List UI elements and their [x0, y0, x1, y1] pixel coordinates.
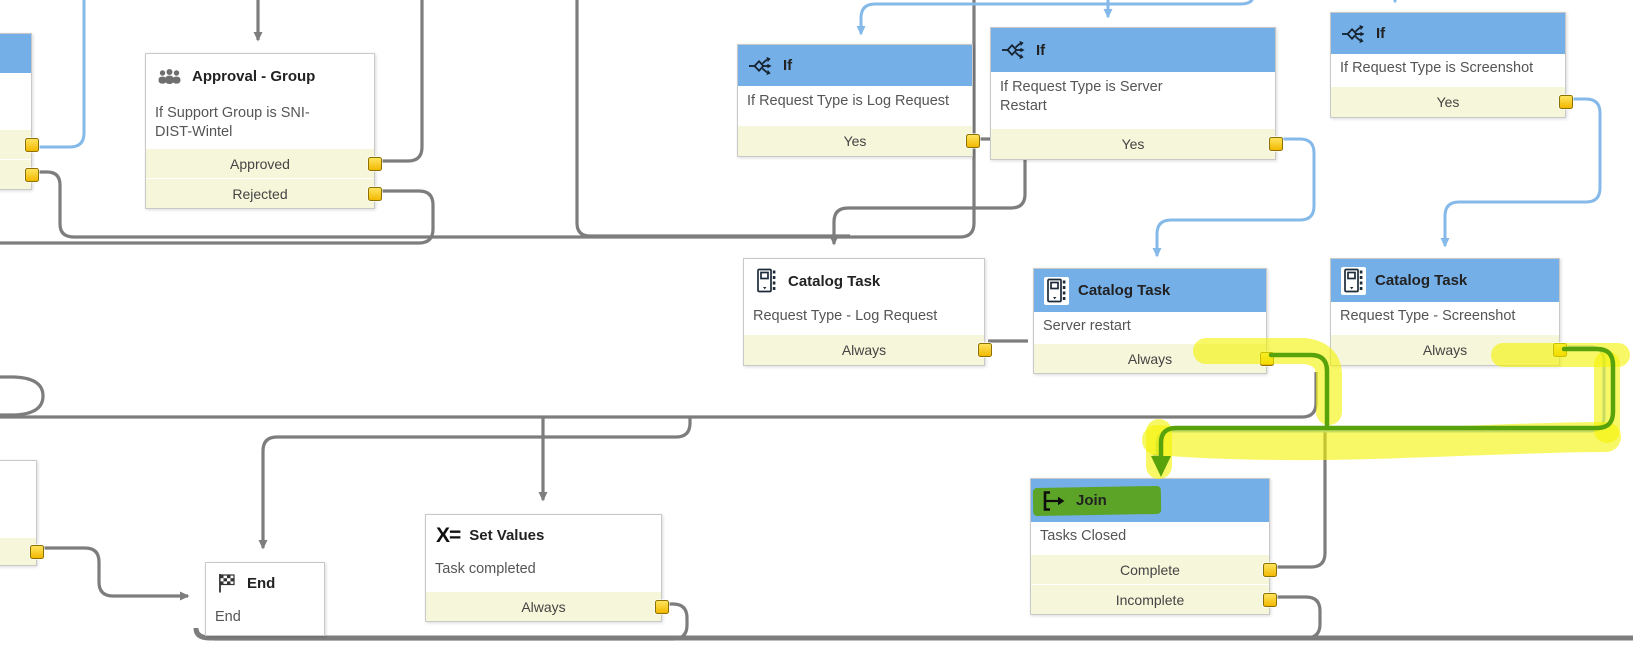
transition-bottom-bar[interactable]: [193, 627, 1633, 641]
catalog-card-icon: [1341, 266, 1366, 295]
branch-arrows-icon: [1001, 38, 1027, 62]
output-incomplete[interactable]: Incomplete: [1031, 584, 1277, 614]
activity-title: If: [1376, 25, 1386, 42]
activity-title: Set Values: [469, 526, 545, 544]
transition-top-drop[interactable]: [575, 0, 850, 238]
activity-description: If Request Type is Server Restart: [1000, 79, 1163, 115]
transition-blue-left-stub[interactable]: [25, 0, 86, 149]
activity-description: Task completed: [435, 561, 536, 577]
transition-long-horizontal[interactable]: [0, 372, 1318, 419]
connector[interactable]: [1559, 95, 1573, 109]
activity-description: Request Type - Log Request: [753, 308, 938, 324]
activity-description: [0, 461, 36, 537]
catalog-card-icon: [1044, 276, 1069, 305]
output-yes[interactable]: Yes: [738, 125, 980, 156]
activity-title: If: [783, 57, 793, 74]
activity-title: Approval - Group: [192, 68, 316, 85]
activity-description: If Request Type is Screenshot: [1340, 60, 1534, 76]
join-bracket-arrow-icon: [1041, 490, 1067, 512]
activity-join[interactable]: Join Tasks Closed Complete Incomplete: [1030, 478, 1277, 615]
activity-title: Catalog Task: [788, 272, 881, 290]
branch-arrows-icon: [1341, 22, 1367, 46]
activity-stub-left[interactable]: [0, 33, 39, 190]
connector[interactable]: [25, 167, 39, 182]
transition-if-screenshot-yes[interactable]: [1440, 97, 1602, 248]
yellow-highlighter-stroke: [1142, 422, 1621, 461]
connector[interactable]: [1263, 592, 1277, 607]
yellow-highlighter-stroke: [1193, 338, 1342, 425]
output-always[interactable]: Always: [744, 334, 992, 365]
activity-description: If Support Group is SNI-DIST-Wintel: [155, 105, 310, 141]
transition-into-end-left[interactable]: [37, 546, 190, 601]
activity-description: Request Type - Screenshot: [1340, 308, 1516, 324]
output-row[interactable]: [0, 129, 39, 159]
x-equals-icon: X=: [436, 523, 461, 547]
output-yes[interactable]: Yes: [1331, 86, 1573, 117]
transition-join-incomplete[interactable]: [1272, 595, 1322, 640]
activity-description: [0, 74, 31, 129]
transition-left-uturn[interactable]: [0, 375, 45, 417]
output-rejected[interactable]: Rejected: [146, 178, 382, 208]
activity-stub-bottom-left[interactable]: [0, 460, 44, 566]
activity-end[interactable]: End End: [205, 562, 325, 636]
connector[interactable]: [368, 186, 382, 201]
activity-title: End: [247, 574, 276, 592]
activity-if-server-restart[interactable]: If If Request Type is Server Restart Yes: [990, 27, 1283, 160]
activity-if-screenshot[interactable]: If If Request Type is Screenshot Yes: [1330, 12, 1573, 118]
activity-catalog-task-server[interactable]: Catalog Task Server restart Always: [1033, 268, 1274, 374]
activity-description: Tasks Closed: [1040, 528, 1127, 544]
connector[interactable]: [25, 137, 39, 152]
branch-arrows-icon: [748, 54, 774, 78]
activity-title: Catalog Task: [1375, 272, 1468, 289]
green-marker-trace: [1268, 352, 1330, 431]
group-icon: [156, 68, 183, 86]
output-approved[interactable]: Approved: [146, 148, 382, 178]
connector[interactable]: [368, 156, 382, 171]
output-always[interactable]: Always: [426, 591, 669, 621]
connector[interactable]: [30, 544, 44, 559]
green-marker-trace: [1158, 346, 1616, 461]
activity-title: Catalog Task: [1078, 282, 1171, 299]
activity-description: If Request Type is Log Request: [747, 93, 950, 109]
activity-description: Server restart: [1043, 318, 1131, 334]
output-yes[interactable]: Yes: [991, 128, 1283, 159]
transition-blue-into-if-log[interactable]: [856, 0, 1254, 36]
output-row[interactable]: [0, 537, 44, 565]
activity-approval-group[interactable]: Approval - Group If Support Group is SNI…: [145, 53, 382, 209]
activity-set-values[interactable]: X= Set Values Task completed Always: [425, 514, 669, 622]
connector[interactable]: [1269, 137, 1283, 151]
connector[interactable]: [966, 134, 980, 148]
activity-title: If: [1036, 41, 1046, 59]
activity-title: Join: [1076, 492, 1107, 509]
transition-if-server-yes[interactable]: [1152, 137, 1316, 258]
activity-catalog-task-log[interactable]: Catalog Task Request Type - Log Request …: [743, 258, 992, 366]
activity-if-log-request[interactable]: If If Request Type is Log Request Yes: [737, 44, 980, 157]
transition-join-complete[interactable]: [1272, 430, 1327, 569]
checkered-flag-icon: [216, 572, 238, 594]
activity-catalog-task-screenshot[interactable]: Catalog Task Request Type - Screenshot A…: [1330, 258, 1567, 366]
transition-left-stub-2[interactable]: [25, 0, 976, 239]
connector[interactable]: [978, 343, 992, 357]
transition-approved[interactable]: [381, 0, 424, 163]
transition-set-values-always[interactable]: [214, 602, 689, 641]
connector[interactable]: [1263, 562, 1277, 577]
transition-rejected[interactable]: [0, 189, 435, 245]
catalog-card-icon: [754, 267, 779, 295]
activity-description: End: [215, 609, 241, 625]
transition-into-end-top[interactable]: [258, 417, 692, 550]
output-complete[interactable]: Complete: [1031, 554, 1277, 584]
output-row[interactable]: [0, 159, 39, 189]
connector[interactable]: [655, 599, 669, 614]
